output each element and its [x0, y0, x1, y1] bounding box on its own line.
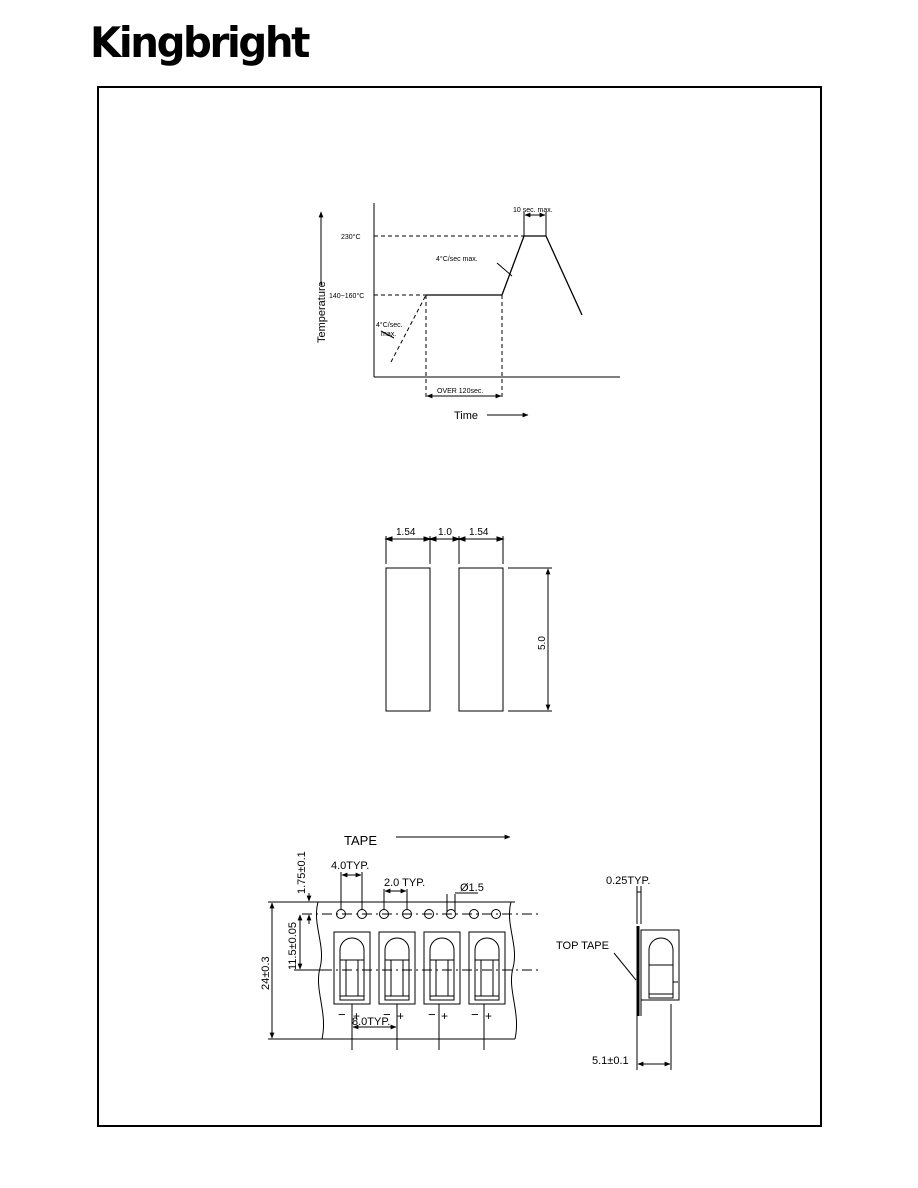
- sprocket-hole: [491, 909, 501, 919]
- sprocket-hole: [469, 909, 479, 919]
- preheat-time-label: OVER 120sec.: [437, 388, 483, 395]
- ramp-up-leader: [496, 262, 513, 277]
- pocket-pitch-label: 8.0TYP.: [352, 1016, 390, 1028]
- initial-ramp-label-line2: max.: [381, 331, 396, 338]
- thickness-label: 0.25TYP.: [606, 875, 650, 887]
- temperature-axis-label: Temperature: [316, 281, 328, 343]
- ramp-up-label: 4°C/sec max.: [436, 255, 478, 263]
- initial-ramp-label-line1: 4°C/sec.: [376, 321, 403, 329]
- tape-labels: TAPE 4.0TYP. 2.0 TYP. Ø1.5 1.75±0.1 11.5…: [260, 833, 650, 1067]
- pad-right: [458, 567, 504, 712]
- pad-width-left-label: 1.54: [396, 527, 416, 538]
- top-tape-label: TOP TAPE: [556, 940, 609, 952]
- pad-gap-label: 1.0: [438, 527, 452, 538]
- polarity-plus: +: [397, 1009, 404, 1023]
- edge-hole-label: 1.75±0.1: [296, 851, 308, 894]
- kingbright-logo: Kingbright: [90, 18, 310, 67]
- side-carrier: [640, 929, 680, 1001]
- time-axis-label: Time: [454, 410, 478, 422]
- polarity-minus: −: [338, 1007, 346, 1022]
- sprocket-hole: [402, 909, 412, 919]
- reflow-profile-diagram: [318, 203, 620, 418]
- pad-layout-diagram: [384, 536, 552, 712]
- tape-right-break: [509, 901, 517, 1040]
- sprocket-hole: [336, 909, 346, 919]
- reflow-profile-labels: Temperature Time 230°C 140~160°C 10 sec.…: [316, 207, 553, 422]
- tape-pocket: [468, 931, 506, 1005]
- polarity-plus: +: [441, 1009, 448, 1023]
- sprocket-hole: [446, 909, 456, 919]
- sprocket-pitch-label: 4.0TYP.: [331, 860, 369, 872]
- hole-center-label: 11.5±0.05: [287, 922, 299, 970]
- pad-width-right-label: 1.54: [469, 527, 489, 538]
- tape-diagram: [268, 834, 680, 1070]
- polarity-minus: −: [383, 1007, 391, 1022]
- drawing-frame: [97, 86, 822, 1127]
- polarity-minus: −: [428, 1007, 436, 1022]
- tape-width-label: 24±0.3: [260, 956, 272, 990]
- tape-pocket: [378, 931, 416, 1005]
- side-led-dome: [648, 937, 674, 965]
- pad-height-label: 5.0: [537, 636, 548, 650]
- tape-pocket: [423, 931, 461, 1005]
- peak-dwell-label: 10 sec. max.: [513, 207, 553, 214]
- initial-ramp-leader: [380, 330, 395, 339]
- sprocket-hole: [357, 909, 367, 919]
- preheat-temp-label: 140~160°C: [329, 292, 364, 300]
- pad-layout-labels: 1.54 1.0 1.54 5.0: [396, 527, 548, 650]
- polarity-plus: +: [353, 1009, 360, 1023]
- tape-left-break: [316, 901, 324, 1040]
- polarity-minus: −: [471, 1007, 479, 1022]
- sprocket-hole: [424, 909, 434, 919]
- pad-left: [385, 567, 431, 712]
- overall-height-label: 5.1±0.1: [592, 1055, 629, 1067]
- tape-pocket: [333, 931, 371, 1005]
- hole-pocket-label: 2.0 TYP.: [384, 877, 425, 889]
- top-tape-leader: [613, 952, 637, 981]
- peak-temp-label: 230°C: [341, 233, 361, 241]
- initial-ramp-line: [390, 294, 427, 363]
- pad-dim-ticks: [384, 536, 505, 542]
- tape-direction-label: TAPE: [344, 833, 377, 848]
- hole-diameter-label: Ø1.5: [460, 882, 484, 894]
- side-led-body: [648, 964, 674, 999]
- sprocket-hole: [379, 909, 389, 919]
- polarity-plus: +: [485, 1009, 492, 1023]
- profile-curve: [426, 235, 583, 316]
